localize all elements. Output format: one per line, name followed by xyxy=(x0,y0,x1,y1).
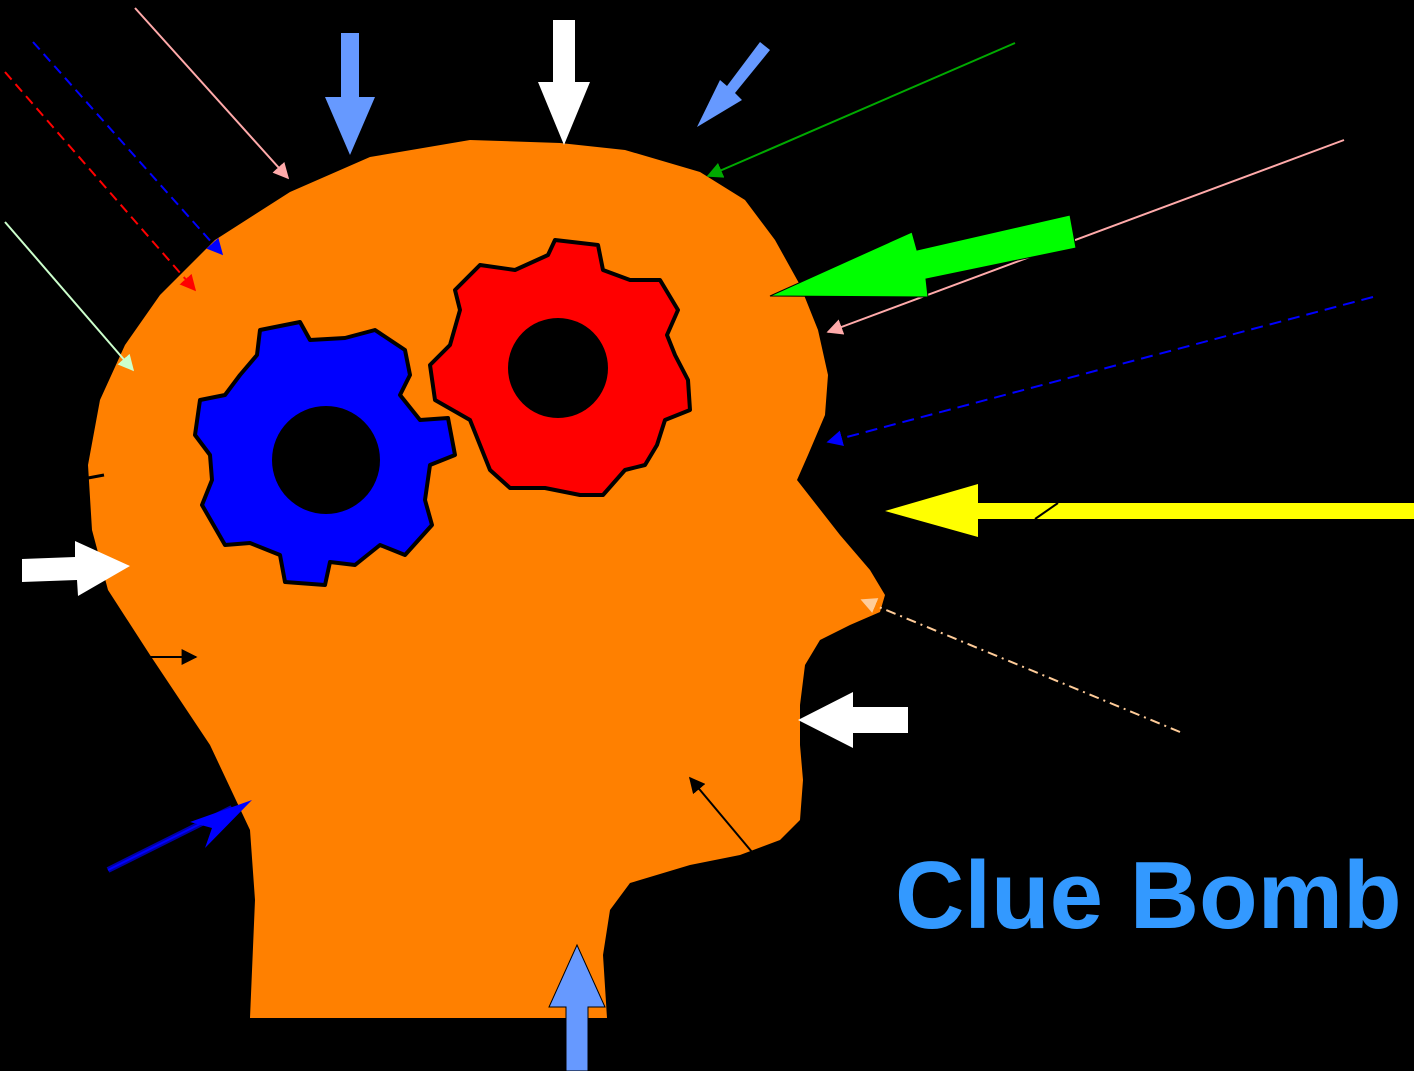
arrow-icon xyxy=(885,484,1414,537)
arrow-icon xyxy=(190,800,252,848)
arrow-icon xyxy=(798,692,908,748)
arrow-icon xyxy=(697,42,770,127)
arrow-icon xyxy=(770,215,1076,297)
arrow-icon xyxy=(538,20,590,145)
arrow-icon xyxy=(325,33,375,155)
clue-bomb-title: Clue Bomb xyxy=(895,848,1402,944)
